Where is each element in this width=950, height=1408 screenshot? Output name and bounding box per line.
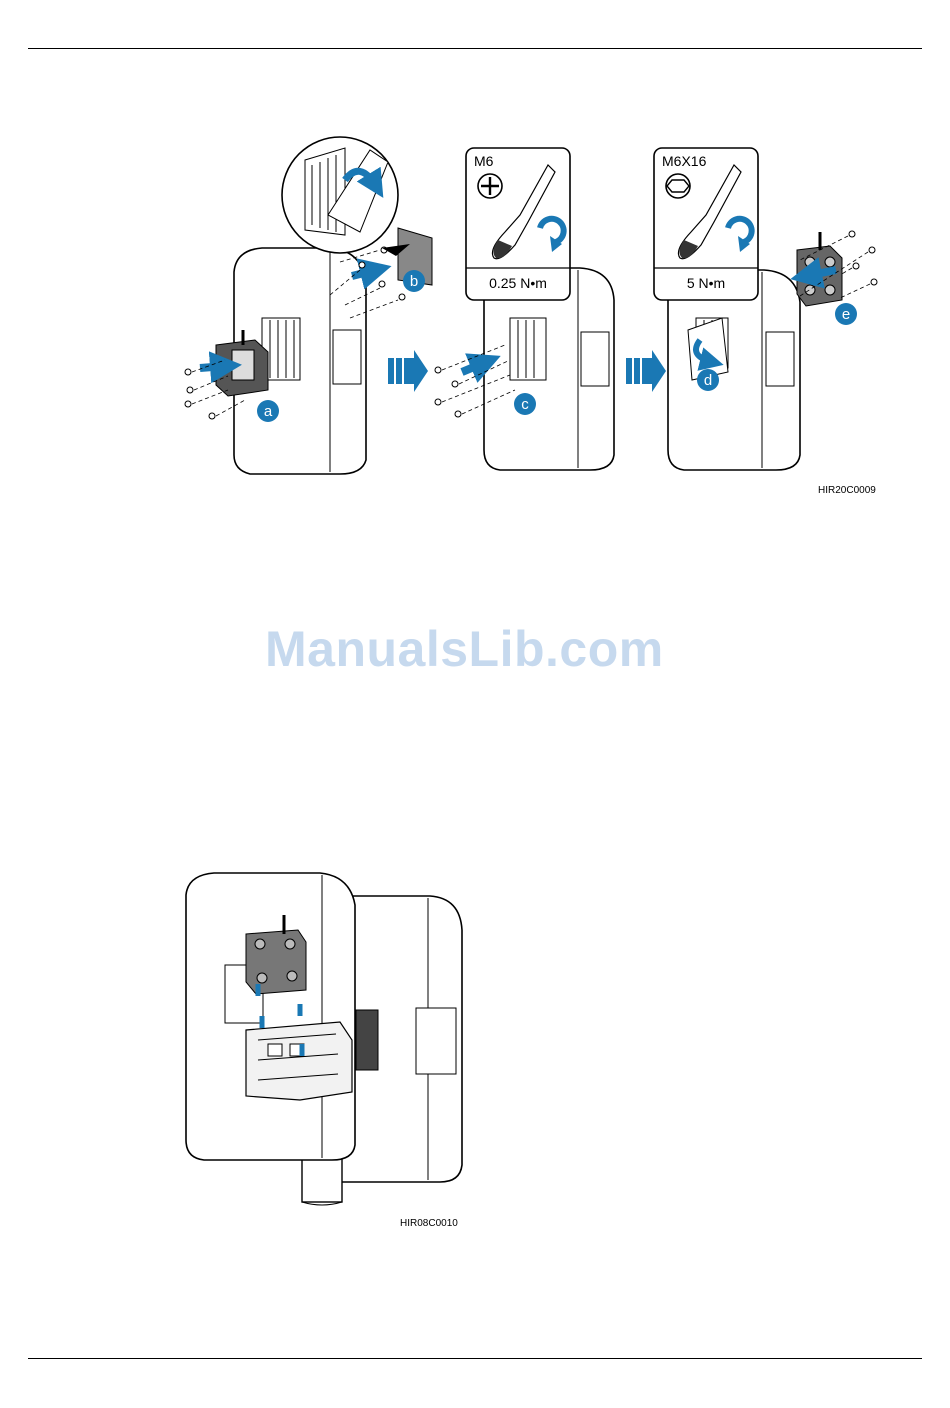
figure-1-code: HIR20C0009 bbox=[818, 485, 876, 496]
svg-text:M6: M6 bbox=[474, 153, 494, 169]
step-de-illustration: d e M6X16 bbox=[654, 148, 877, 470]
callout-e: e bbox=[835, 303, 857, 325]
step-ab-illustration: a b bbox=[185, 137, 432, 474]
svg-text:5 N•m: 5 N•m bbox=[687, 275, 725, 291]
figure-1-installation-steps: a b c bbox=[0, 0, 950, 520]
next-step-arrow-1 bbox=[388, 350, 428, 392]
svg-text:d: d bbox=[704, 372, 712, 389]
figure-2-code: HIR08C0010 bbox=[400, 1218, 458, 1229]
tool-spec-box-m6x16: M6X16 5 N•m bbox=[654, 148, 758, 300]
callout-d: d bbox=[697, 369, 719, 391]
svg-text:b: b bbox=[410, 273, 418, 290]
svg-text:0.25 N•m: 0.25 N•m bbox=[489, 275, 547, 291]
pole-mounted-cabinets bbox=[186, 873, 462, 1205]
tool-spec-box-m6: M6 0.25 N•m bbox=[466, 148, 570, 300]
svg-text:e: e bbox=[842, 306, 850, 323]
next-step-arrow-2 bbox=[626, 350, 666, 392]
callout-b: b bbox=[403, 270, 425, 292]
callout-a: a bbox=[257, 400, 279, 422]
step-c-illustration: c M6 0.25 N•m bbox=[435, 148, 614, 470]
svg-text:M6X16: M6X16 bbox=[662, 153, 707, 169]
footer-rule bbox=[28, 1358, 922, 1359]
svg-text:c: c bbox=[521, 396, 529, 413]
svg-text:a: a bbox=[264, 403, 273, 420]
watermark: ManualsLib.com bbox=[265, 620, 705, 678]
callout-c: c bbox=[514, 393, 536, 415]
